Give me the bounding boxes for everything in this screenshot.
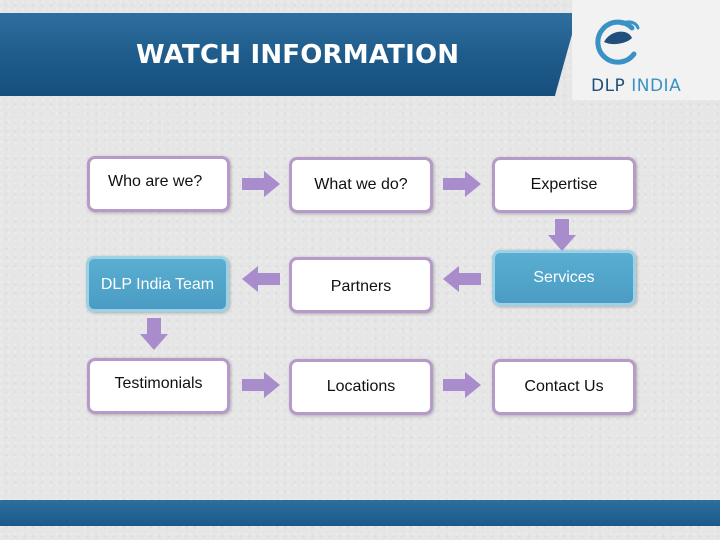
contact-us-label: Contact Us (524, 377, 604, 395)
logo-dlp-text: DLP (591, 76, 626, 96)
footer-band (0, 500, 720, 526)
services-label: Services (533, 268, 595, 286)
who-are-we-box[interactable]: Who are we? (87, 156, 230, 212)
who-are-we-label: Who are we? (108, 172, 203, 190)
locations-box[interactable]: Locations (289, 359, 433, 415)
arrow-left-icon (242, 266, 280, 292)
arrow-down-icon (548, 219, 576, 251)
services-box[interactable]: Services (492, 250, 636, 306)
expertise-label: Expertise (530, 175, 598, 193)
locations-label: Locations (326, 377, 396, 395)
arrow-right-icon (443, 171, 481, 197)
arrow-left-icon (443, 266, 481, 292)
expertise-box[interactable]: Expertise (492, 157, 636, 213)
header-band (0, 13, 578, 96)
partners-box[interactable]: Partners (289, 257, 433, 313)
dlp-india-team-box[interactable]: DLP India Team (86, 256, 229, 312)
contact-us-box[interactable]: Contact Us (492, 359, 636, 415)
arrow-right-icon (242, 372, 280, 398)
e-logo-icon (595, 19, 640, 65)
arrow-down-icon (140, 318, 168, 350)
what-we-do-label: What we do? (314, 175, 408, 193)
what-we-do-box[interactable]: What we do? (289, 157, 433, 213)
arrow-right-icon (242, 171, 280, 197)
logo-text: DLP INDIA (591, 76, 681, 96)
testimonials-label: Testimonials (114, 374, 203, 392)
partners-label: Partners (330, 277, 392, 295)
logo (572, 0, 720, 100)
page-title: WATCH INFORMATION (136, 40, 460, 70)
arrow-right-icon (443, 372, 481, 398)
dlp-india-team-label: DLP India Team (100, 275, 215, 293)
testimonials-box[interactable]: Testimonials (87, 358, 230, 414)
logo-india-text: INDIA (631, 76, 682, 96)
